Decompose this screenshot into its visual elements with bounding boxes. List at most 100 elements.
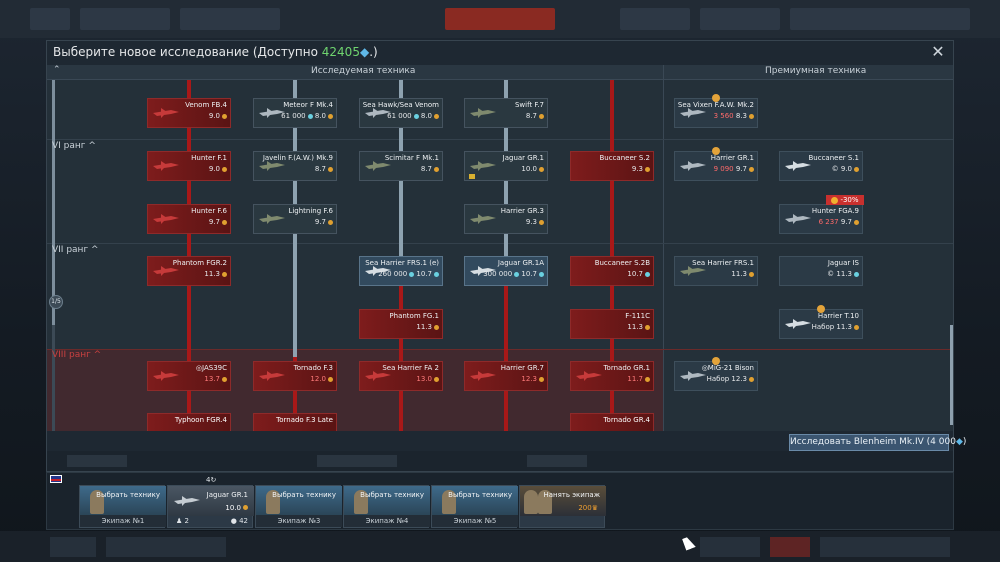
bottom-bar-button[interactable] <box>50 537 96 557</box>
uk-flag-icon[interactable] <box>50 475 62 483</box>
vehicle-name: Sea Harrier FA 2 <box>382 364 439 372</box>
crew-slot-1[interactable]: Выбрать технику Экипаж №1 <box>79 485 166 528</box>
vehicle-card-jaguar-is[interactable]: Jaguar IS© 11.3 <box>779 256 863 286</box>
jet-aircraft-icon <box>153 214 179 224</box>
jet-aircraft-icon <box>470 108 496 118</box>
crew-slot-4[interactable]: Выбрать технику Экипаж №4 <box>343 485 430 528</box>
battle-rating: 9.0 <box>209 165 227 173</box>
battle-rating: 12.0 <box>310 375 333 383</box>
dialog-title: Выберите новое исследование (Доступно 42… <box>53 45 378 59</box>
premium-badge-icon <box>817 305 825 313</box>
battle-rating: 9.7 <box>209 218 227 226</box>
battle-rating: Набор 11.3 <box>812 323 859 331</box>
battle-rating: 6 237 9.7 <box>819 218 859 226</box>
crew-portrait <box>256 486 342 516</box>
dialog-title-suffix: .) <box>369 45 378 59</box>
rank-viii-label[interactable]: VIII ранг ^ <box>52 350 102 360</box>
vehicle-card-buccaneer-s1[interactable]: Buccaneer S.1© 9.0 <box>779 151 863 181</box>
battle-rating: 8.7 <box>421 165 439 173</box>
crew-level: ♟ 2 <box>176 517 189 525</box>
game-top-bar <box>0 0 1000 38</box>
vehicle-card-tornado-gr4[interactable]: Tornado GR.4 <box>570 413 654 431</box>
vehicle-card-sea-harrier-frs1e[interactable]: Sea Harrier FRS.1 (e)260 000 10.7 <box>359 256 443 286</box>
research-blenheim-button[interactable]: Исследовать Blenheim Mk.IV (4 000◆) <box>789 434 966 451</box>
crew-slot-5[interactable]: Выбрать технику Экипаж №5 <box>431 485 518 528</box>
top-bar-button[interactable] <box>180 8 280 30</box>
top-bar-button[interactable] <box>790 8 970 30</box>
jet-aircraft-icon <box>785 214 811 224</box>
top-bar-button[interactable] <box>80 8 170 30</box>
crew-portrait <box>80 486 166 516</box>
bottom-bar-button[interactable] <box>106 537 226 557</box>
top-bar-button[interactable] <box>700 8 780 30</box>
rank-vii-label[interactable]: VII ранг ^ <box>52 245 99 255</box>
top-bar-button[interactable] <box>620 8 690 30</box>
top-bar-button[interactable] <box>30 8 70 30</box>
bottom-bar-button[interactable] <box>770 537 810 557</box>
vehicle-name: ◎MiG-21 Bison <box>701 364 754 372</box>
available-rp-value: 42405 <box>321 45 360 59</box>
vehicle-card-tornado-f3-late[interactable]: Tornado F.3 Late <box>253 413 337 431</box>
tree-scrollbar[interactable] <box>950 325 953 425</box>
jet-aircraft-icon <box>153 371 179 381</box>
crew-member-icon <box>442 490 456 514</box>
vehicle-card-typhoon[interactable]: Typhoon FGR.4 <box>147 413 231 431</box>
crew-points: ● 42 <box>230 517 248 525</box>
to-battle-button[interactable] <box>445 8 555 30</box>
battle-rating: 9.7 <box>315 218 333 226</box>
collapse-up-icon[interactable]: ⌃ <box>53 65 61 75</box>
dialog-title-prefix: Выберите новое исследование (Доступно <box>53 45 322 59</box>
rank-vi-label[interactable]: VI ранг ^ <box>52 141 96 151</box>
battle-rating: © 9.0 <box>832 165 859 173</box>
jet-aircraft-icon <box>680 371 706 381</box>
jet-aircraft-icon <box>259 214 285 224</box>
vehicle-name: Hunter F.1 <box>191 154 227 162</box>
crew-slot-3[interactable]: Выбрать технику Экипаж №3 <box>255 485 342 528</box>
battle-rating: 8.7 <box>526 112 544 120</box>
close-icon[interactable]: ✕ <box>931 42 945 61</box>
vehicle-name: Jaguar GR.1A <box>497 259 544 267</box>
bottom-bar-button[interactable] <box>820 537 950 557</box>
vehicle-thumbnail <box>168 486 254 516</box>
crew-slot-2[interactable]: 4↻ Jaguar GR.1 10.0 ♟ 2 ● 42 <box>167 476 254 528</box>
bottom-bar-button[interactable] <box>700 537 760 557</box>
jet-aircraft-icon <box>153 266 179 276</box>
jet-aircraft-icon <box>680 266 706 276</box>
rank-progress-badge: 1/5 <box>49 295 63 309</box>
vehicle-name: Javelin F.(A.W.) Mk.9 <box>262 154 333 162</box>
vehicle-card-hunter-f1[interactable]: Hunter F.1 9.0 <box>147 151 231 181</box>
research-tree: ⌃ Исследуемая техника Премиумная техника… <box>47 65 953 431</box>
researched-header: Исследуемая техника <box>311 66 416 76</box>
battle-rating: 11.7 <box>627 375 650 383</box>
hire-crew-slot[interactable]: Нанять экипаж 200♛ <box>519 485 606 528</box>
vehicle-name: Buccaneer S.2B <box>594 259 650 267</box>
crew-member-icon <box>524 490 538 514</box>
